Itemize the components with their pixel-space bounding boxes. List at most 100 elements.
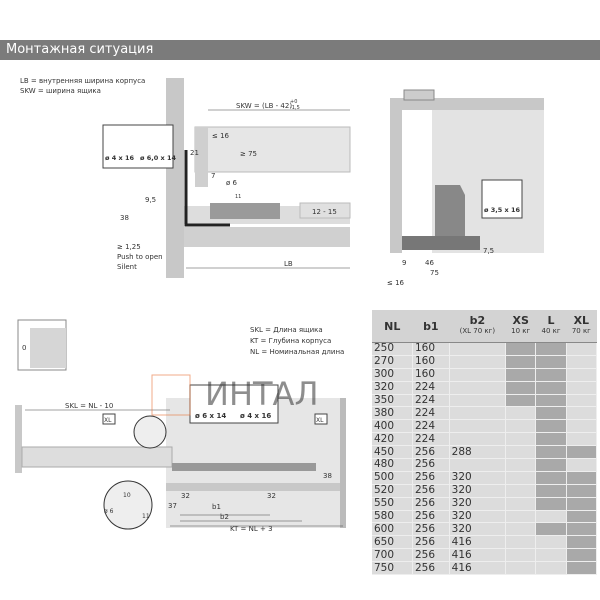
cell-xl-availability bbox=[566, 445, 598, 460]
bottom-left-diagram: 0 SKL = Длина ящика KT = Глубина корпуса… bbox=[15, 319, 346, 533]
cell-b2: 416 bbox=[449, 548, 507, 563]
cell-xl-availability bbox=[566, 432, 598, 447]
cell-b2 bbox=[449, 419, 507, 434]
cell-nl: 600 bbox=[372, 522, 413, 537]
cell-xl-availability bbox=[566, 381, 598, 395]
cell-l-availability bbox=[535, 458, 567, 472]
dim: 7 bbox=[211, 172, 215, 180]
column-header: b2(XL 70 кг) bbox=[449, 310, 506, 343]
dim: 75 bbox=[430, 269, 439, 277]
top-right-diagram: ø 3,5 x 16 9 46 75 7,5 ≤ 16 bbox=[387, 89, 544, 287]
cell-nl: 380 bbox=[372, 406, 413, 421]
cell-b2 bbox=[449, 368, 507, 382]
dim: 46 bbox=[425, 259, 434, 267]
cell-l-availability bbox=[535, 510, 567, 524]
column-header-sub: 10 кг bbox=[511, 327, 531, 335]
cell-b2 bbox=[449, 381, 507, 395]
cell-b1: 256 bbox=[412, 535, 450, 550]
drawer-front bbox=[15, 405, 22, 473]
cell-nl: 420 bbox=[372, 432, 413, 447]
section-title: Монтажная ситуация bbox=[0, 40, 600, 60]
cell-l-availability bbox=[535, 497, 567, 511]
column-header-sub: 70 кг bbox=[571, 327, 591, 335]
screw-label: ø 3,5 x 16 bbox=[484, 206, 520, 214]
legend-lb: LB = внутренняя ширина корпуса bbox=[20, 77, 145, 85]
dim: 21 bbox=[190, 149, 199, 157]
cell-b1: 224 bbox=[412, 406, 450, 421]
cell-xl-availability bbox=[566, 458, 598, 472]
cell-b1: 256 bbox=[412, 458, 450, 472]
cell-xs-availability bbox=[505, 510, 537, 524]
dim-kt: KT = NL + 3 bbox=[230, 525, 273, 533]
cell-nl: 580 bbox=[372, 510, 413, 524]
cell-xl-availability bbox=[566, 419, 598, 434]
column-header-sub: (XL 70 кг) bbox=[459, 327, 496, 335]
cell-nl: 750 bbox=[372, 561, 413, 576]
dim: 10 bbox=[123, 492, 131, 499]
cell-b1: 224 bbox=[412, 432, 450, 447]
cell-l-availability bbox=[535, 535, 567, 550]
column-header-label: b1 bbox=[423, 319, 439, 333]
cell-b2 bbox=[449, 394, 507, 408]
watermark-logo: ИНТАЛ bbox=[205, 375, 319, 413]
column-header: b1 bbox=[412, 310, 450, 343]
column-header-label: NL bbox=[384, 319, 401, 333]
cell-xs-availability bbox=[505, 522, 537, 537]
cell-b2 bbox=[449, 432, 507, 447]
cabinet-back bbox=[340, 398, 346, 528]
column-header-label: XS bbox=[512, 314, 529, 327]
cell-xs-availability bbox=[505, 497, 537, 511]
cell-xl-availability bbox=[566, 471, 598, 485]
detail-circle bbox=[133, 415, 167, 449]
column-header-label: XL bbox=[573, 314, 590, 327]
cell-b1: 256 bbox=[412, 548, 450, 563]
cell-l-availability bbox=[535, 471, 567, 485]
cell-xl-availability bbox=[566, 342, 598, 356]
cell-xs-availability bbox=[505, 406, 537, 421]
cell-b2 bbox=[449, 342, 507, 356]
dim: 7,5 bbox=[483, 247, 494, 255]
cell-nl: 350 bbox=[372, 394, 413, 408]
tolerance-minus: -1,5 bbox=[290, 105, 300, 111]
cell-nl: 480 bbox=[372, 458, 413, 472]
cell-xl-availability bbox=[566, 522, 598, 537]
cell-nl: 320 bbox=[372, 381, 413, 395]
cell-xs-availability bbox=[505, 484, 537, 498]
cell-nl: 300 bbox=[372, 368, 413, 382]
cell-xl-availability bbox=[566, 548, 598, 563]
cell-b2 bbox=[449, 406, 507, 421]
skw-formula: SKW = (LB - 42) bbox=[236, 102, 292, 110]
screw-box bbox=[189, 384, 279, 424]
cell-nl: 650 bbox=[372, 535, 413, 550]
cell-nl: 270 bbox=[372, 355, 413, 369]
screw-box bbox=[102, 124, 174, 169]
cell-b1: 224 bbox=[412, 394, 450, 408]
drawer-side bbox=[194, 126, 351, 173]
note-silent: Silent bbox=[117, 263, 137, 271]
drawer-top bbox=[402, 98, 544, 110]
runner-lock bbox=[435, 185, 465, 238]
cell-nl: 450 bbox=[372, 445, 413, 460]
cell-b1: 256 bbox=[412, 561, 450, 576]
cell-l-availability bbox=[535, 355, 567, 369]
dim: 32 bbox=[181, 492, 190, 500]
cell-b2: 320 bbox=[449, 522, 507, 537]
screw-label: ø 4 x 16 bbox=[240, 412, 271, 420]
dim: 12 - 15 bbox=[312, 208, 337, 216]
cell-b2: 320 bbox=[449, 497, 507, 511]
column-header-label: b2 bbox=[469, 314, 486, 327]
drawer-side bbox=[21, 446, 173, 468]
column-header: NL bbox=[372, 310, 413, 343]
xl-tag: XL bbox=[104, 417, 112, 424]
